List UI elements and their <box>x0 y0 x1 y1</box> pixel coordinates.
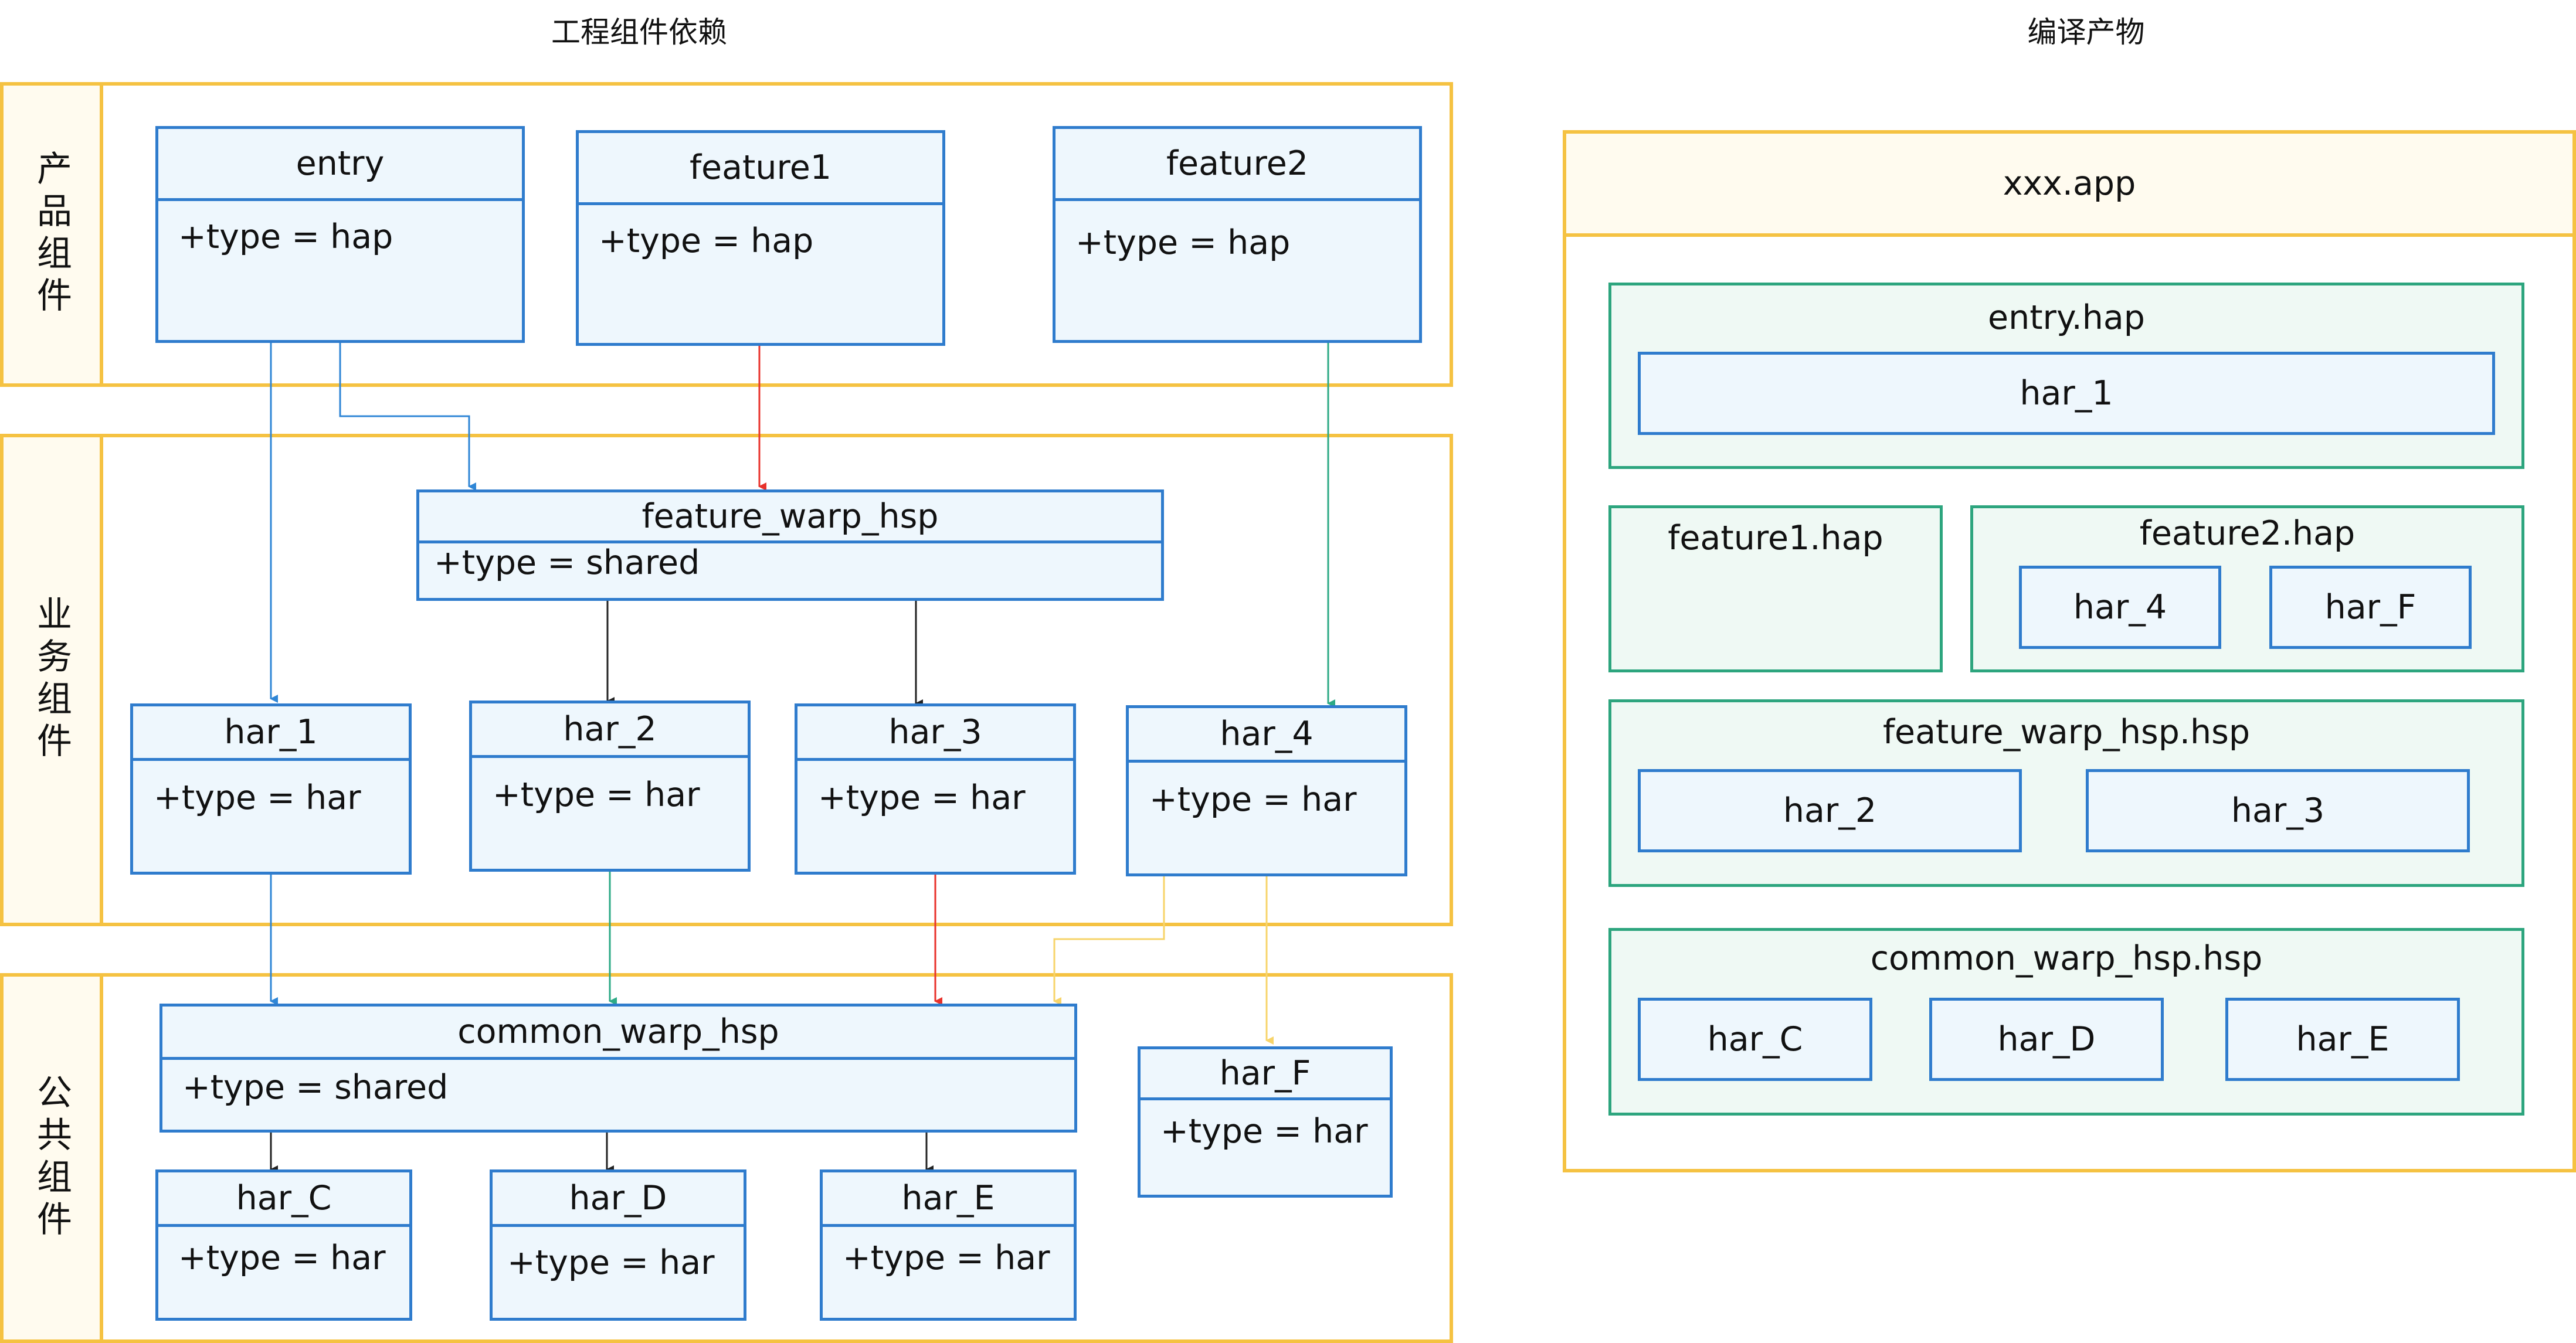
right-section-title: 编译产物 <box>2027 15 2145 49</box>
artifact-name: feature2.hap <box>2139 514 2356 553</box>
business-band-text: 业务组件 <box>30 596 72 764</box>
artifact-item: har_C <box>1707 1020 1803 1059</box>
module-feature-warp-hsp: feature_warp_hsp +type = shared <box>416 489 1164 601</box>
app-artifact: xxx.app <box>1563 130 2576 1172</box>
arrow-entry-featurewarp <box>339 343 476 491</box>
module-name: har_4 <box>1129 708 1404 763</box>
product-band-text: 产品组件 <box>30 150 72 319</box>
business-band-label: 业务组件 <box>4 437 103 923</box>
artifact-name: entry.hap <box>1988 298 2145 337</box>
artifact-name: feature_warp_hsp.hsp <box>1882 713 2251 752</box>
artifact-item: har_E <box>2296 1020 2390 1059</box>
module-feature2: feature2 +type = hap <box>1053 126 1422 343</box>
module-attr: +type = har <box>178 1239 386 1277</box>
module-common-warp-hsp: common_warp_hsp +type = shared <box>159 1004 1077 1133</box>
module-name: feature2 <box>1055 129 1419 201</box>
module-har-4: har_4 +type = har <box>1126 705 1407 876</box>
module-har-c: har_C +type = har <box>155 1169 412 1321</box>
artifact-item: har_1 <box>2020 374 2113 413</box>
artifact-item: har_F <box>2324 588 2417 627</box>
module-har-f: har_F +type = har <box>1138 1046 1393 1198</box>
artifact-feature2-har-f: har_F <box>2269 566 2472 649</box>
module-feature1: feature1 +type = hap <box>576 130 945 346</box>
module-attr: +type = har <box>154 778 361 817</box>
artifact-item: har_3 <box>2231 791 2325 830</box>
module-name: har_D <box>493 1172 744 1227</box>
product-band-label: 产品组件 <box>4 86 103 383</box>
module-name: feature_warp_hsp <box>419 492 1161 543</box>
module-attr: +type = hap <box>178 217 393 256</box>
module-attr: +type = har <box>493 776 700 814</box>
module-attr: +type = har <box>1160 1112 1368 1151</box>
artifact-name: common_warp_hsp.hsp <box>1870 939 2263 978</box>
module-attr: +type = hap <box>599 222 814 260</box>
arrow-har4-commonwarp <box>1053 876 1165 1005</box>
module-attr: +type = hap <box>1075 223 1291 262</box>
artifact-featurewarp-har-2: har_2 <box>1638 769 2022 852</box>
common-band-label: 公共组件 <box>4 977 103 1339</box>
module-attr: +type = har <box>507 1243 715 1282</box>
module-attr: +type = har <box>818 778 1026 817</box>
module-har-3: har_3 +type = har <box>795 703 1076 875</box>
product-band <box>0 82 1453 387</box>
artifact-item: har_2 <box>1783 791 1877 830</box>
module-har-2: har_2 +type = har <box>469 701 751 872</box>
artifact-entry-har-1: har_1 <box>1638 352 2495 435</box>
module-name: har_3 <box>797 706 1073 761</box>
module-name: har_F <box>1141 1049 1390 1100</box>
artifact-feature1-hap: feature1.hap <box>1608 505 1943 672</box>
module-name: common_warp_hsp <box>162 1007 1074 1060</box>
artifact-name: feature1.hap <box>1668 519 1883 557</box>
module-har-d: har_D +type = har <box>490 1169 746 1321</box>
module-har-e: har_E +type = har <box>820 1169 1077 1321</box>
artifact-item: har_4 <box>2073 588 2167 627</box>
left-section-title: 工程组件依赖 <box>551 15 727 49</box>
artifact-feature2-har-4: har_4 <box>2019 566 2221 649</box>
artifact-commonwarp-har-e: har_E <box>2225 998 2460 1081</box>
artifact-featurewarp-har-3: har_3 <box>2086 769 2470 852</box>
common-band-text: 公共组件 <box>30 1073 72 1243</box>
module-attr: +type = shared <box>182 1068 449 1107</box>
artifact-commonwarp-har-c: har_C <box>1638 998 1872 1081</box>
module-name: har_1 <box>133 706 409 761</box>
common-band <box>0 973 1453 1343</box>
artifact-item: har_D <box>1997 1020 2096 1059</box>
module-attr: +type = shared <box>434 543 700 582</box>
module-name: feature1 <box>579 133 942 205</box>
app-artifact-header: xxx.app <box>1566 134 2572 237</box>
module-name: har_C <box>158 1172 409 1227</box>
module-name: har_E <box>823 1172 1074 1227</box>
business-band <box>0 434 1453 926</box>
module-har-1: har_1 +type = har <box>130 703 412 875</box>
module-name: har_2 <box>472 703 748 758</box>
app-artifact-name: xxx.app <box>2003 164 2136 203</box>
module-name: entry <box>158 129 522 201</box>
module-attr: +type = har <box>843 1239 1050 1277</box>
module-attr: +type = har <box>1149 780 1357 819</box>
module-entry: entry +type = hap <box>155 126 525 343</box>
artifact-commonwarp-har-d: har_D <box>1929 998 2164 1081</box>
